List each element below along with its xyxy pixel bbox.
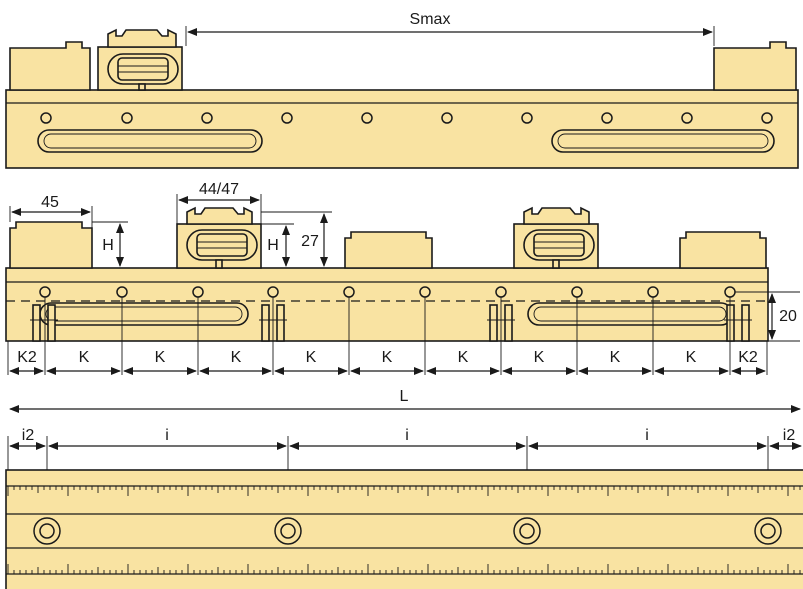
bottom-view: L i2 i i i i2 <box>5 388 803 589</box>
top-rail-body <box>5 89 799 169</box>
mid-rail-holes <box>7 286 768 375</box>
k-label-9: K <box>686 349 697 366</box>
middle-view: 45 44/47 H H 27 20 <box>5 181 800 375</box>
top-rail-slot-right <box>551 129 775 153</box>
mid-rail-slot-left <box>39 302 249 326</box>
scale-ticks-bottom <box>7 564 801 574</box>
k-label-5: K <box>382 349 393 366</box>
i2-left-label: i2 <box>22 427 35 444</box>
slot-width-label: 44/47 <box>199 181 239 198</box>
top-view: Smax <box>5 11 799 169</box>
height-h-right-label: H <box>267 237 279 254</box>
scale-rail-holes <box>33 517 782 545</box>
smax-label: Smax <box>410 11 451 28</box>
k-label-1: K <box>79 349 90 366</box>
top-fixed-jaw-left <box>9 41 91 91</box>
k-label-2: K <box>155 349 166 366</box>
mid-jaw-center <box>344 231 433 269</box>
height-h-left-label: H <box>102 237 114 254</box>
i-label-3: i <box>645 427 649 444</box>
i-label-2: i <box>405 427 409 444</box>
k-label-4: K <box>306 349 317 366</box>
top-clamp-head <box>107 28 177 48</box>
top-fixed-jaw-right <box>713 41 797 91</box>
k2-left-label: K2 <box>17 349 37 366</box>
k-label-8: K <box>610 349 621 366</box>
height-20-label: 20 <box>779 308 797 325</box>
total-length-label: L <box>400 388 409 405</box>
k-label-6: K <box>458 349 469 366</box>
mid-jaw-right <box>679 231 767 269</box>
k2-right-label: K2 <box>738 349 758 366</box>
i2-right-label: i2 <box>783 427 796 444</box>
mid-rail-pins <box>30 304 752 342</box>
top-rail-holes <box>40 112 773 124</box>
mid-clamp-right <box>513 206 599 269</box>
scale-rail-body <box>5 469 803 589</box>
height-27-label: 27 <box>301 233 319 250</box>
mid-clamp-left <box>176 206 262 269</box>
k-label-7: K <box>534 349 545 366</box>
mid-jaw-left <box>9 221 93 269</box>
scale-ticks-top <box>7 486 801 496</box>
mid-rail-slot-right <box>527 302 733 326</box>
jaw-width-label: 45 <box>41 194 59 211</box>
k-label-3: K <box>231 349 242 366</box>
top-rail-slot-left <box>37 129 263 153</box>
i-label-1: i <box>165 427 169 444</box>
